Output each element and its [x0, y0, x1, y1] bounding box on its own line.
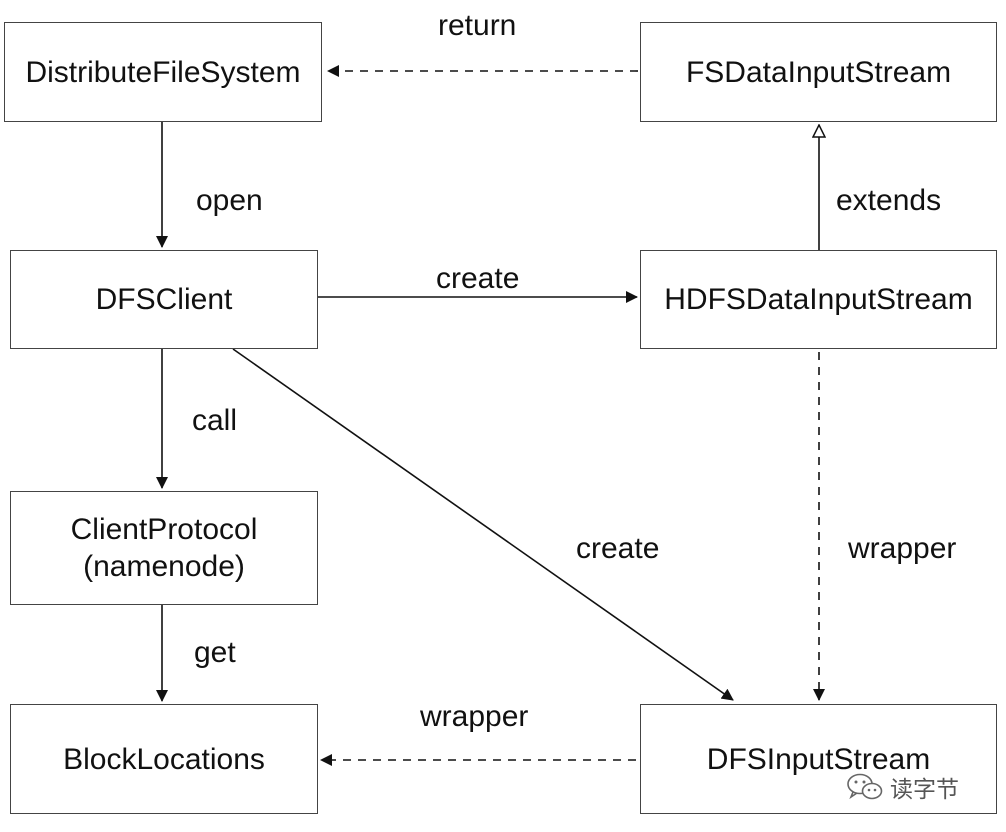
watermark-text: 读字节: [890, 777, 959, 803]
watermark: 读字节: [846, 770, 959, 804]
node-blocklocations: BlockLocations: [10, 704, 318, 814]
node-fsdatainputstream: FSDataInputStream: [640, 22, 997, 122]
node-label: BlockLocations: [63, 742, 265, 776]
node-dfsinputstream: DFSInputStream: [640, 704, 997, 814]
edge-label-create-dfs: create: [576, 532, 660, 565]
wechat-icon: [847, 773, 883, 800]
edge-label-extends: extends: [836, 184, 942, 217]
edge-label-wrapper-hdfs: wrapper: [848, 532, 957, 565]
node-hdfsdatainputstream: HDFSDataInputStream: [640, 250, 997, 349]
node-label-line1: ClientProtocol: [70, 513, 258, 546]
node-distribute-filesystem: DistributeFileSystem: [4, 22, 322, 122]
edge-label-wrapper-block: wrapper: [420, 700, 529, 733]
edge-label-call: call: [192, 404, 238, 437]
node-label-line2: (namenode): [83, 550, 245, 583]
node-label: DFSInputStream: [706, 742, 931, 776]
edge-label-return: return: [438, 9, 517, 42]
node-label: HDFSDataInputStream: [664, 283, 973, 316]
node-dfsclient: DFSClient: [10, 250, 318, 349]
edge-label-create-hdfs: create: [436, 262, 520, 295]
node-clientprotocol: ClientProtocol (namenode): [10, 491, 318, 605]
edge-label-get: get: [194, 636, 236, 669]
node-label: DFSClient: [95, 283, 233, 316]
node-label: DistributeFileSystem: [25, 55, 301, 89]
edge-label-open: open: [196, 184, 263, 217]
node-label: FSDataInputStream: [685, 55, 952, 89]
edge-create-dfs: [232, 348, 734, 701]
